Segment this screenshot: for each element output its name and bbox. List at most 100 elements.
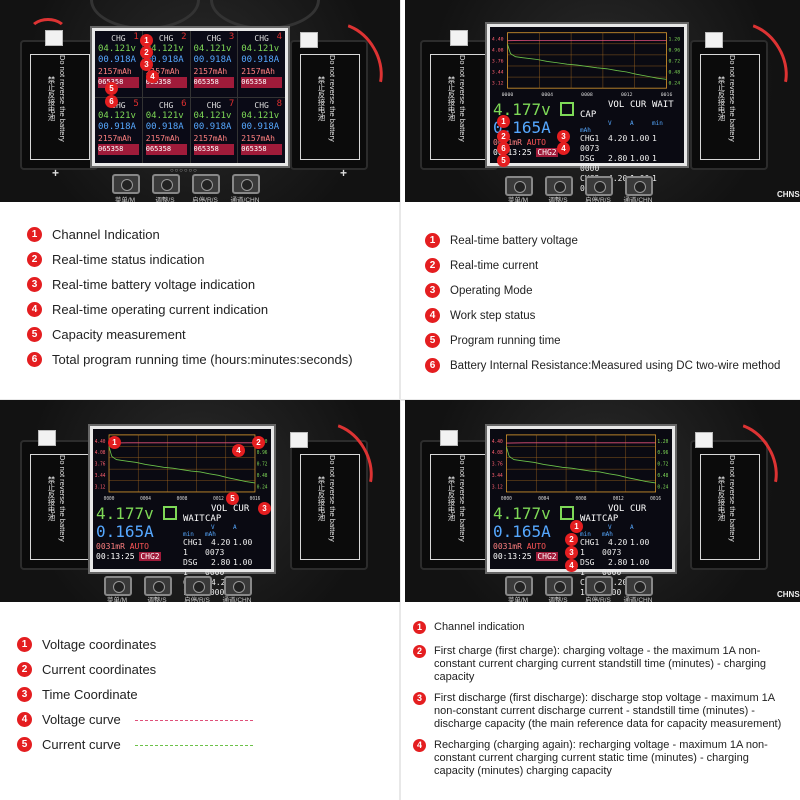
channel-voltage: 04.121v xyxy=(193,110,232,121)
legend-text: Channel indication xyxy=(434,621,525,633)
channel-mode: CHG xyxy=(206,100,222,110)
channel-time: 065358 xyxy=(145,77,187,88)
channel-voltage: 04.121v xyxy=(241,110,280,121)
legend-number-badge: 2 xyxy=(413,645,426,658)
menu-button[interactable] xyxy=(112,174,140,194)
curve-key-line xyxy=(134,745,253,746)
work-step-status-box xyxy=(560,505,574,520)
channel-capacity: 2157mAh xyxy=(145,133,180,143)
start-stop-button[interactable] xyxy=(585,176,613,196)
channel-button[interactable] xyxy=(232,174,260,194)
table-header: CUR xyxy=(233,503,250,514)
chns-label: CHNS xyxy=(777,190,800,199)
channel-capacity: 2157mAh xyxy=(98,67,132,76)
readout-resistance: 0031mR AUTO xyxy=(96,541,149,551)
menu-button[interactable] xyxy=(104,576,132,596)
adjust-button[interactable] xyxy=(152,174,180,194)
adjust-button[interactable] xyxy=(144,576,172,596)
table-unit: A xyxy=(233,523,237,531)
x-tick-label: 0004 xyxy=(541,92,553,98)
legend-text: First charge (first charge): charging vo… xyxy=(434,645,766,683)
legend-number-badge: 4 xyxy=(27,302,42,317)
plot-frame xyxy=(507,32,667,89)
y-left-tick-label: 3.12 xyxy=(95,484,106,490)
channel-button[interactable] xyxy=(625,176,653,196)
legend-text: Real-time operating current indication xyxy=(52,302,269,317)
auto-badge: AUTO xyxy=(526,137,546,147)
table-header: VOL xyxy=(608,503,625,514)
table-header: CAP xyxy=(602,513,619,524)
adjust-button[interactable] xyxy=(545,176,573,196)
channel-capacity: 2157mAh xyxy=(193,67,228,76)
channel-voltage: 04.121v xyxy=(98,110,136,121)
channel-mode: CHG xyxy=(111,34,126,43)
menu-button[interactable] xyxy=(505,576,533,596)
x-tick-label: 0012 xyxy=(213,496,224,502)
x-tick-label: 0016 xyxy=(250,496,261,502)
battery-holder-left: Do not reverse the battery 禁止反接电池 xyxy=(20,440,98,570)
channel-number: 2 xyxy=(181,32,187,42)
legend-text: Real-time battery voltage indication xyxy=(52,277,256,292)
adjust-button[interactable] xyxy=(545,576,573,596)
start-stop-button[interactable] xyxy=(585,576,613,596)
channel-mode: CHG xyxy=(254,100,269,110)
hardware-button-row xyxy=(112,174,260,194)
table-header: WAIT xyxy=(183,513,205,524)
table-unit: mAh xyxy=(580,126,591,134)
y-right-tick-label: 0.24 xyxy=(257,484,268,490)
work-step-status-box xyxy=(560,101,574,116)
x-tick-label: 0012 xyxy=(613,496,624,502)
panel-curve-coordinates: Do not reverse the battery 禁止反接电池 Do not… xyxy=(0,400,400,800)
channel-button[interactable] xyxy=(625,576,653,596)
work-step-status-box xyxy=(163,505,177,520)
x-tick-label: 0000 xyxy=(104,496,115,502)
legend-item: 2 Real-time status indication xyxy=(27,252,353,277)
readout-mode: CHG2 xyxy=(536,551,558,561)
plot-frame xyxy=(506,434,656,493)
device-photo-curve: Do not reverse the battery 禁止反接电池 Do not… xyxy=(0,400,400,602)
start-stop-button[interactable] xyxy=(184,576,212,596)
battery-holder-left: Do not reverse the battery 禁止反接电池 xyxy=(20,40,98,170)
table-unit: mAh xyxy=(205,530,216,538)
channel-voltage: 04.121v xyxy=(145,110,184,121)
channel-current: 00.918A xyxy=(98,55,136,65)
y-left-tick-label: 3.44 xyxy=(492,70,504,76)
legend-number-badge: 4 xyxy=(413,739,426,752)
start-stop-button[interactable] xyxy=(192,174,220,194)
x-tick-label: 0012 xyxy=(621,92,633,98)
legend-text: Real-time status indication xyxy=(52,252,205,267)
device-photo-curve: Do not reverse the battery 禁止反接电池 Do not… xyxy=(405,0,800,202)
legend-number-badge: 2 xyxy=(27,252,42,267)
panel-single-channel-readout: Do not reverse the battery 禁止反接电池 Do not… xyxy=(400,0,800,400)
y-left-tick-label: 4.08 xyxy=(492,450,503,456)
channel-number: 1 xyxy=(133,32,139,42)
channel-voltage: 04.121v xyxy=(193,44,232,54)
panel-channel-overview: Do not reverse the battery 禁止反接电池 Do not… xyxy=(0,0,400,400)
menu-button[interactable] xyxy=(505,176,533,196)
channel-button[interactable] xyxy=(224,576,252,596)
x-tick-label: 0016 xyxy=(650,496,661,502)
channel-current: 00.918A xyxy=(145,121,184,132)
table-unit: A xyxy=(630,119,634,127)
channel-capacity: 2157mAh xyxy=(241,133,275,143)
table-header: WAIT xyxy=(580,513,602,524)
table-header: CAP xyxy=(205,513,222,524)
battery-connector xyxy=(300,32,318,48)
holder-warning-text: Do not reverse the battery 禁止反接电池 xyxy=(317,54,337,142)
table-unit: V xyxy=(608,119,612,127)
